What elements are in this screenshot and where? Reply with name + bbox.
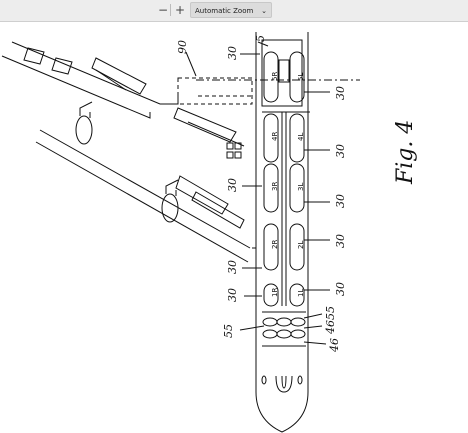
zoom-out-button[interactable]: − [157, 3, 169, 17]
aircraft-drawing [1, 32, 360, 433]
label-30-top: 30 [226, 46, 239, 60]
chevron-down-icon: ⌄ [261, 7, 267, 15]
bin-label: 5L [297, 73, 305, 81]
bin-label: 2R [271, 240, 279, 249]
toolbar-separator [170, 4, 171, 16]
bin-label: 4R [271, 132, 279, 141]
label-90: 90 [176, 40, 189, 54]
patent-figure: 5 90 30 30 30 30 30 30 30 30 30 55 55 46… [1, 32, 418, 433]
bin-label: 2L [297, 241, 305, 249]
bin-label: 3R [271, 182, 279, 191]
document-page: 5 90 30 30 30 30 30 30 30 30 30 55 55 46… [0, 22, 468, 433]
zoom-in-button[interactable]: + [174, 3, 186, 17]
label-55-right: 55 [324, 306, 337, 320]
label-30-left-1: 30 [226, 178, 239, 192]
pdf-toolbar: − + Automatic Zoom ⌄ [0, 0, 468, 22]
label-46-lower: 46 [328, 338, 341, 353]
label-5: 5 [254, 35, 267, 42]
label-55-left: 55 [222, 324, 235, 338]
figure-caption: Fig. 4 [393, 120, 418, 185]
bin-label: 3L [297, 183, 305, 191]
label-30-left-3: 30 [226, 288, 239, 302]
label-30-right-4: 30 [334, 234, 347, 248]
bin-label: 1L [297, 289, 305, 297]
zoom-select[interactable]: Automatic Zoom ⌄ [190, 2, 272, 18]
label-30-right-3: 30 [334, 194, 347, 208]
label-46-upper: 46 [324, 320, 337, 335]
bin-label: 1R [271, 288, 279, 297]
label-30-left-2: 30 [226, 260, 239, 274]
bin-label: 5R [271, 72, 279, 81]
label-30-right-5: 30 [334, 282, 347, 296]
label-30-right-1: 30 [334, 86, 347, 100]
label-30-right-2: 30 [334, 144, 347, 158]
zoom-select-value: Automatic Zoom [195, 7, 254, 15]
bin-label: 4L [297, 133, 305, 141]
